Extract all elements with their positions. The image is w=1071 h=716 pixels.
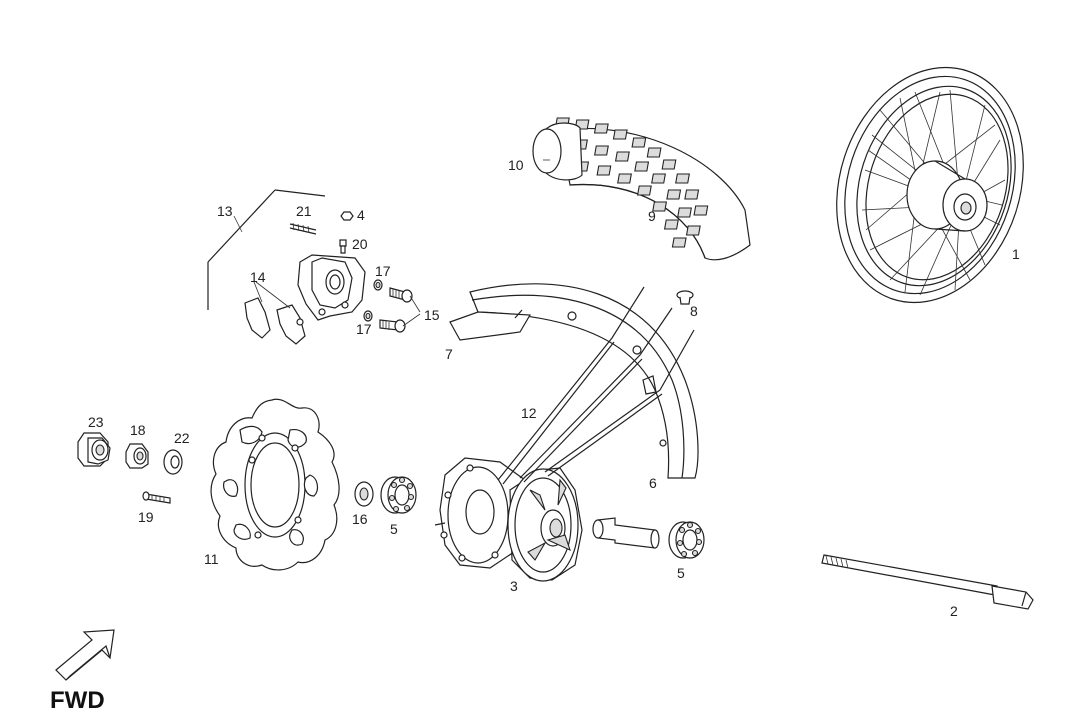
- callout-9: 9: [648, 208, 656, 224]
- hub-part: [434, 457, 583, 582]
- spokes-part: [497, 286, 695, 485]
- bleed-screw-part: [339, 239, 347, 254]
- disc-screw-19-part: [142, 491, 171, 504]
- washer-22-part: [163, 449, 183, 475]
- fender-screw-part: [676, 290, 694, 305]
- bearing-right-part: [668, 521, 705, 559]
- callout-15: 15: [424, 307, 440, 323]
- callout-8: 8: [690, 303, 698, 319]
- fender-part: [449, 283, 699, 479]
- callout-23: 23: [88, 414, 104, 430]
- axle-part: [821, 554, 1034, 610]
- callout-19: 19: [138, 509, 154, 525]
- callout-16: 16: [352, 511, 368, 527]
- callout-13: 13: [217, 203, 233, 219]
- caliper-part: [297, 254, 366, 321]
- callout-5-right: 5: [677, 565, 685, 581]
- tyre-part: [554, 117, 751, 261]
- axle-nut-18-part: [125, 443, 149, 469]
- brake-disc-part: [210, 398, 340, 571]
- brake-pads-part: [244, 297, 306, 345]
- nut-4-part: [340, 211, 354, 221]
- wheel-part: [836, 66, 1024, 304]
- inner-tube-part: [532, 122, 583, 181]
- callout-leaders: [233, 159, 550, 327]
- bearing-left-part: [380, 476, 417, 514]
- washers-17-part: [363, 279, 383, 322]
- callout-20: 20: [352, 236, 368, 252]
- callout-7: 7: [445, 346, 453, 362]
- direction-label: FWD: [50, 687, 105, 714]
- callout-10: 10: [508, 157, 524, 173]
- pad-pin-part: [289, 222, 317, 235]
- flange-nut-23-part: [77, 432, 111, 467]
- callout-21: 21: [296, 203, 312, 219]
- callout-4: 4: [357, 207, 365, 223]
- spacer-tube-part: [592, 517, 660, 549]
- callout-3: 3: [510, 578, 518, 594]
- callout-14: 14: [250, 269, 266, 285]
- caliper-bolts-part: [379, 287, 413, 333]
- callout-18: 18: [130, 422, 146, 438]
- callout-17-bottom: 17: [356, 321, 372, 337]
- caliper-group-bracket: [207, 189, 326, 310]
- callout-22: 22: [174, 430, 190, 446]
- callout-6: 6: [649, 475, 657, 491]
- callout-1: 1: [1012, 246, 1020, 262]
- spacer-16-part: [354, 481, 374, 507]
- callout-17-top: 17: [375, 263, 391, 279]
- callout-11: 11: [204, 551, 219, 567]
- callout-5-left: 5: [390, 521, 398, 537]
- forward-arrow-icon: [55, 629, 115, 681]
- callout-12: 12: [521, 405, 537, 421]
- callout-2: 2: [950, 603, 958, 619]
